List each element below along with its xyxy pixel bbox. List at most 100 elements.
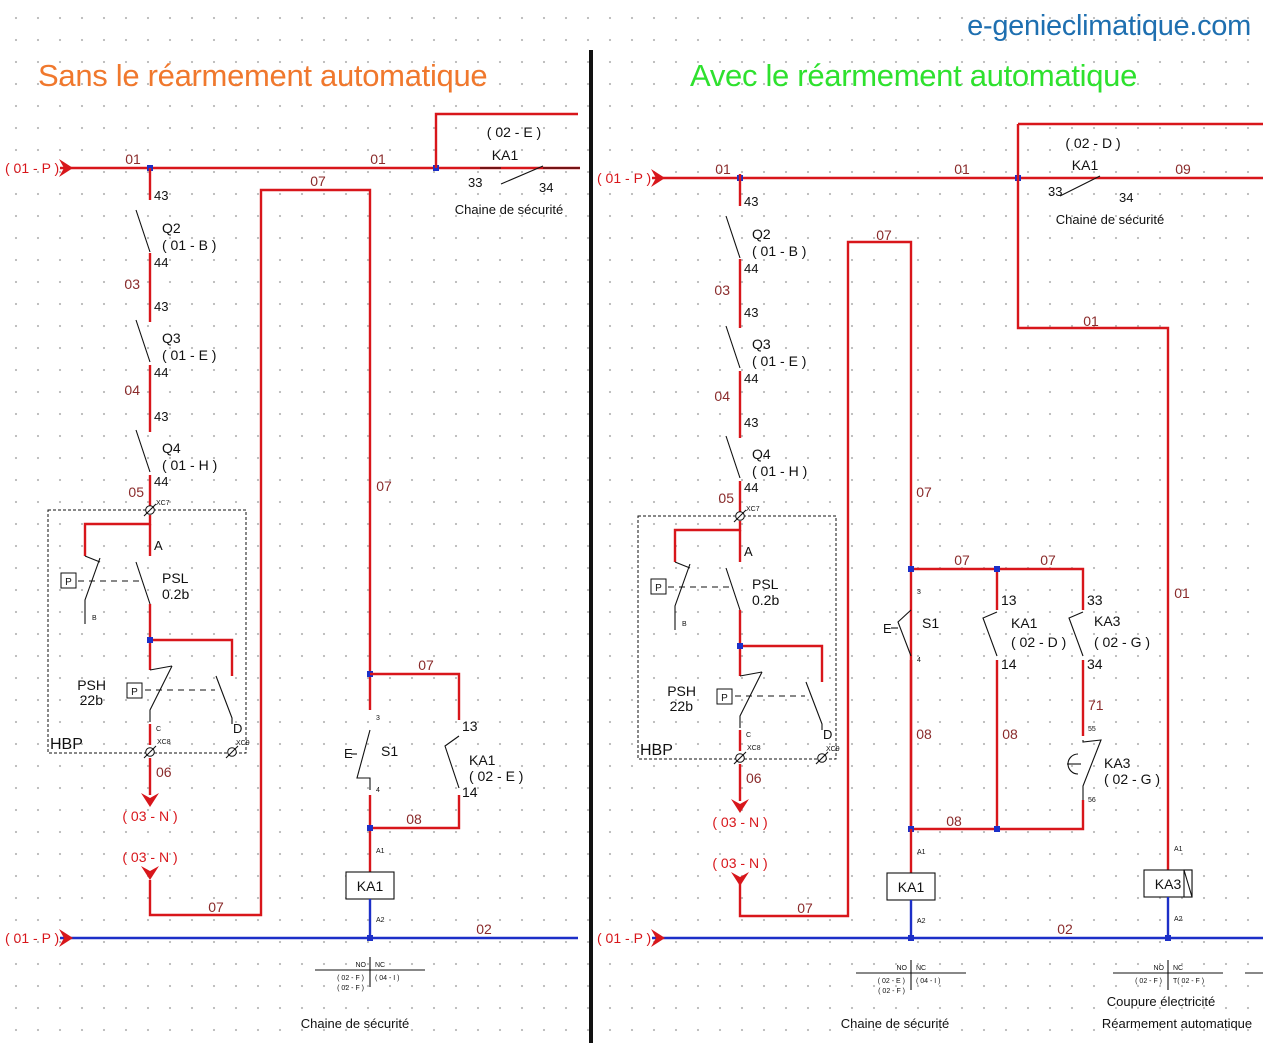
- arrow-down-icon: [141, 793, 159, 807]
- psl-link: [674, 561, 691, 569]
- no-ref: ( 02 - E ): [878, 978, 905, 985]
- wire-number: 08: [946, 813, 962, 829]
- wire-number: 07: [1040, 552, 1056, 568]
- hbp-label: HBP: [50, 736, 83, 753]
- q2-terminal-43: 43: [154, 188, 168, 203]
- xc8-label: XC8: [157, 739, 171, 746]
- return-wire-07: [738, 240, 913, 918]
- wire-number: 05: [128, 484, 144, 500]
- ka1-self-label: KA1: [1011, 615, 1038, 631]
- pressure-label: P: [65, 577, 72, 588]
- coil-terminal-a1: A1: [1174, 846, 1183, 853]
- xc9-label: XC9: [826, 746, 840, 753]
- wire-number: 08: [916, 726, 932, 742]
- q3-contact: [725, 325, 741, 369]
- wire-number: 06: [746, 770, 762, 786]
- ka1-blade: [1059, 175, 1101, 197]
- panel-divider: [589, 50, 593, 1043]
- safety-chain-label: Chaine de sécurité: [1056, 212, 1164, 227]
- wire-number: 07: [418, 657, 434, 673]
- junction-dot: [908, 566, 914, 572]
- terminal-slash: [733, 509, 747, 523]
- psh-terminal-d: D: [233, 721, 242, 736]
- pressure-label: P: [131, 687, 138, 698]
- arrow-down-icon: [141, 866, 159, 880]
- wire-number: 02: [1057, 921, 1073, 937]
- wire-number: 07: [797, 900, 813, 916]
- junction-dot: [737, 643, 743, 649]
- terminal-slash: [815, 751, 829, 765]
- wire-number: 01: [954, 161, 970, 177]
- phase-in-ref: ( 01 - P ): [5, 160, 59, 176]
- ka1-self-blade: [444, 735, 460, 789]
- ka1-self-blade: [982, 611, 998, 657]
- ka1-self-ref: ( 02 - E ): [469, 768, 523, 784]
- q2-terminal-43: 43: [744, 194, 758, 209]
- wire-number: 71: [1088, 697, 1104, 713]
- ka3-timed-blade: [1082, 739, 1102, 800]
- psh-wire: [150, 638, 234, 676]
- terminal-slash: [225, 745, 239, 759]
- safety-chain-label: Chaine de sécurité: [301, 1016, 409, 1031]
- q4-terminal-44: 44: [154, 474, 168, 489]
- psl-blade-a: [135, 561, 151, 605]
- psh-wire: [740, 644, 824, 682]
- no-ref: ( 02 - F ): [337, 985, 364, 992]
- junction-dot: [908, 935, 914, 941]
- q2-terminal-44: 44: [154, 255, 168, 270]
- q3-ref: ( 01 - E ): [752, 353, 806, 369]
- ka1-terminal-33: 33: [468, 175, 482, 190]
- s1-actuator-label: E: [883, 621, 892, 636]
- ka3-timed-label: KA3: [1104, 755, 1131, 771]
- q4-contact: [725, 435, 741, 479]
- psl-terminal-b: B: [682, 621, 687, 628]
- ka3-timer-slash: [1183, 869, 1193, 898]
- title-with-auto-reset: Avec le réarmement automatique: [690, 58, 1138, 93]
- wire-number: 01: [715, 161, 731, 177]
- q3-terminal-44: 44: [744, 371, 758, 386]
- neutral-out-ref: ( 03 - N ): [712, 814, 767, 830]
- psh-blade-d: [805, 681, 823, 730]
- neutral-return-ref: ( 03 - N ): [712, 855, 767, 871]
- no-ref: ( 02 - F ): [1135, 978, 1162, 985]
- xc7-label: XC7: [156, 500, 170, 507]
- wire-number: 04: [714, 388, 730, 404]
- wire-number: 01: [370, 151, 386, 167]
- neutral-in-ref: ( 01 - P ): [597, 930, 651, 946]
- no-ref: ( 02 - F ): [337, 975, 364, 982]
- ka1-terminal-14: 14: [462, 784, 478, 800]
- coil-terminal-a1: A1: [376, 848, 385, 855]
- psl-value: 0.2b: [752, 592, 779, 608]
- wire-number: 07: [310, 173, 326, 189]
- psh-blade-c: [149, 665, 173, 722]
- q4-contact: [135, 429, 151, 473]
- xc7-label: XC7: [746, 506, 760, 513]
- ka1-coil: [345, 871, 395, 900]
- q3-contact: [135, 319, 151, 363]
- s1-blade: [356, 729, 371, 790]
- ka1-terminal-13: 13: [1001, 592, 1017, 608]
- nc-ref: ( 04 - I ): [916, 978, 941, 985]
- return-wire-07: [148, 188, 372, 917]
- wire-number: 07: [876, 227, 892, 243]
- q4-ref: ( 01 - H ): [162, 457, 217, 473]
- q3-label: Q3: [752, 336, 771, 352]
- ka3-blade: [1068, 611, 1084, 657]
- s1-terminal-4: 4: [917, 657, 921, 664]
- ka1-top-ref: ( 02 - D ): [1065, 135, 1120, 151]
- safety-chain-label: Chaine de sécurité: [841, 1016, 949, 1031]
- s1-label: S1: [922, 615, 939, 631]
- safety-chain-label: Chaine de sécurité: [455, 202, 563, 217]
- psl-blade-b: [674, 563, 691, 630]
- junction-dot: [147, 637, 153, 643]
- coil-terminal-a2: A2: [376, 917, 385, 924]
- ka1-blade: [500, 165, 544, 185]
- q4-label: Q4: [752, 446, 771, 462]
- ka1-self-label: KA1: [469, 752, 496, 768]
- ka1-bypass-wire: [434, 112, 578, 168]
- arrow-right-icon: [59, 929, 73, 947]
- junction-dot: [367, 825, 373, 831]
- ka3-terminal-34: 34: [1087, 656, 1103, 672]
